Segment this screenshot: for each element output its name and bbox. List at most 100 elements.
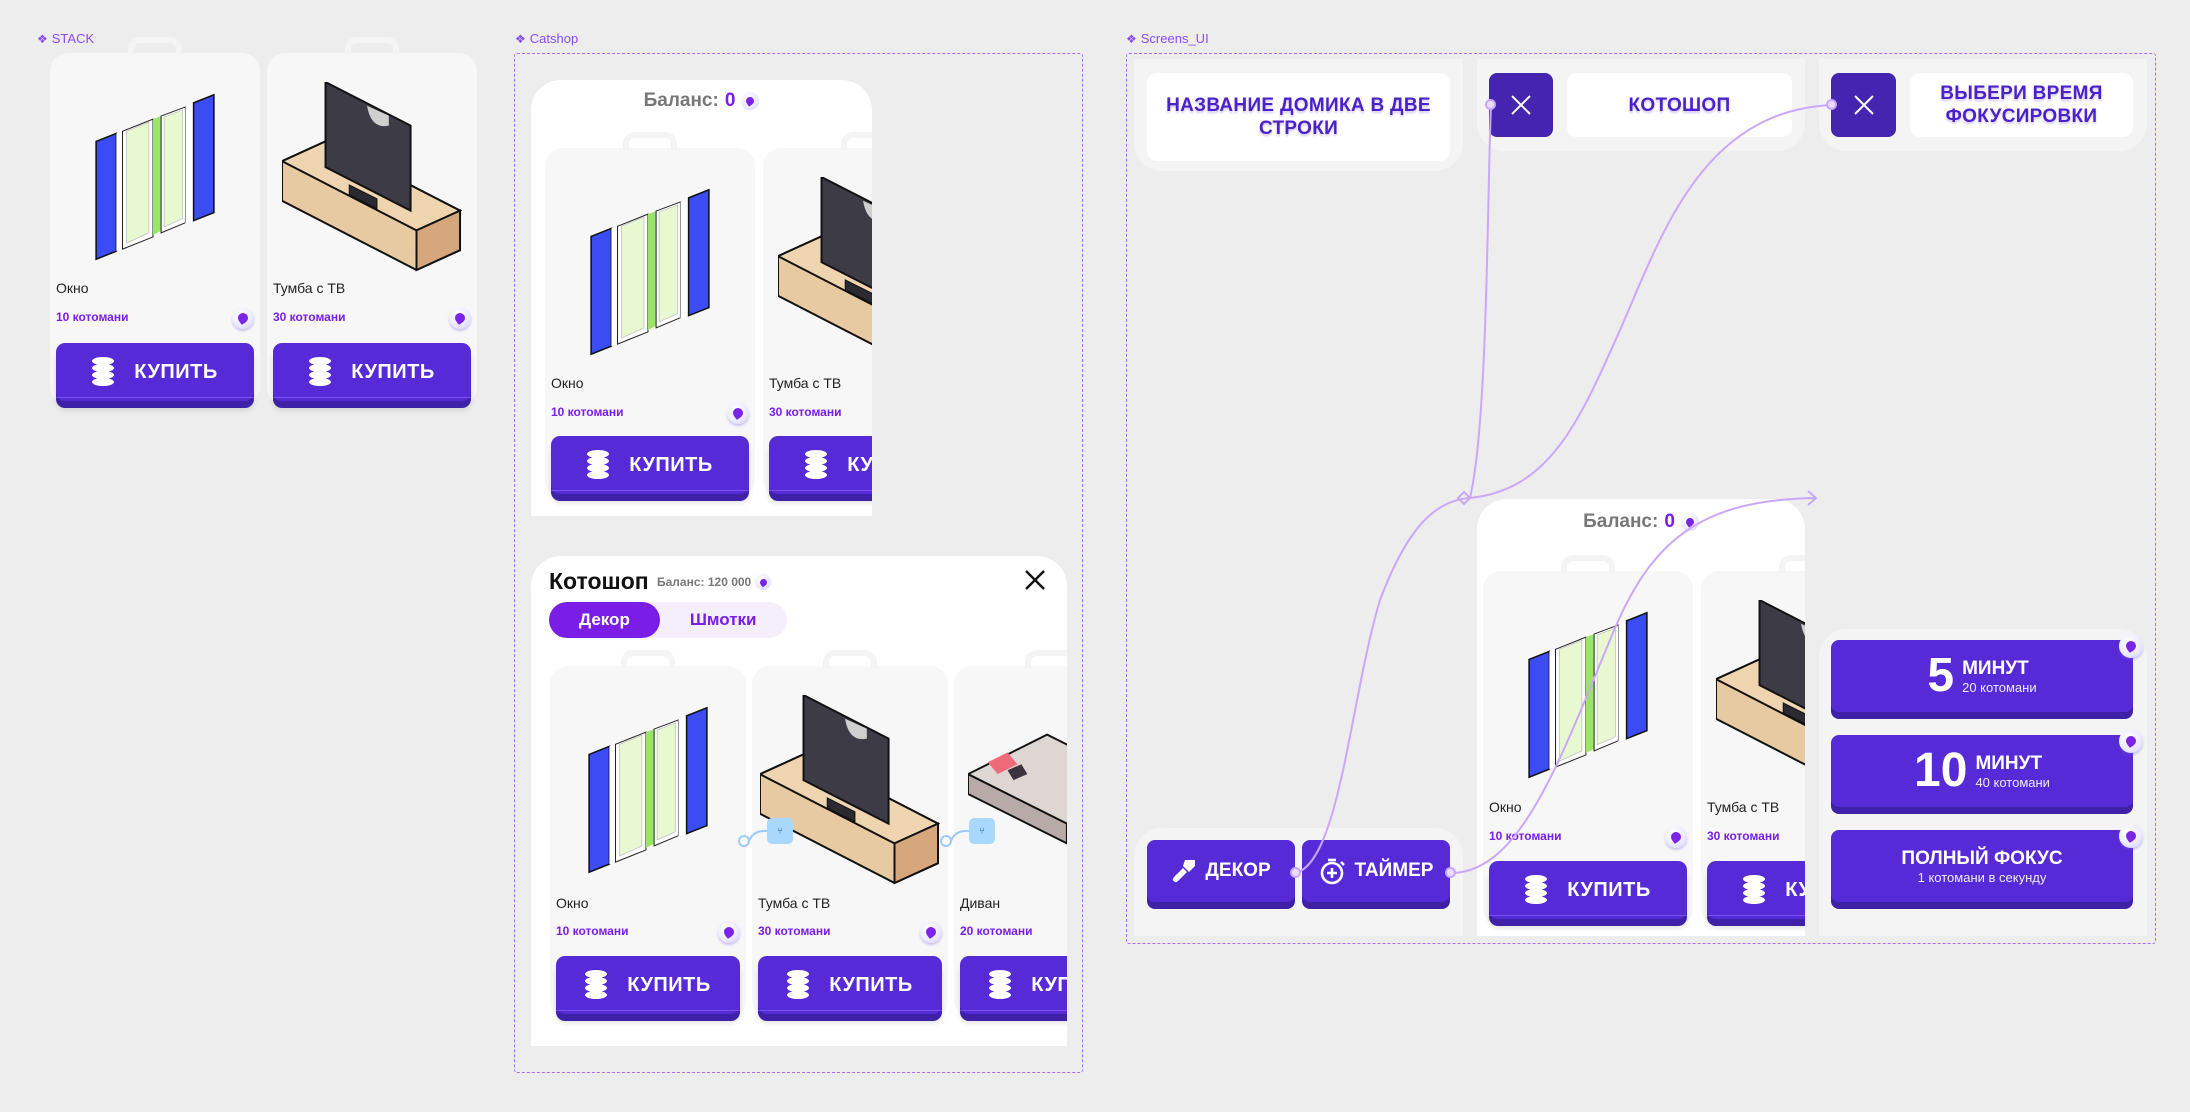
coins-stack-icon [1525, 875, 1553, 905]
buy-button[interactable]: КУПИТЬ [1489, 861, 1687, 919]
window-image [1483, 585, 1693, 805]
product-price: 10 котомани [551, 405, 624, 419]
house-title: НАЗВАНИЕ ДОМИКА В ДВЕ СТРОКИ [1147, 73, 1450, 161]
buy-button[interactable]: КУПИТЬ [273, 343, 471, 401]
component-diamond-icon: ❖ [1126, 31, 1137, 46]
tab-clothes[interactable]: Шмотки [689, 610, 757, 629]
product-name: Тумба с ТВ [769, 375, 842, 391]
buy-button[interactable]: КУПИТЬ [56, 343, 254, 401]
product-card[interactable]: Окно 10 котомани КУПИТЬ [1483, 555, 1693, 926]
product-price: 30 котомани [273, 310, 346, 324]
sofa-image [954, 680, 1067, 900]
shop-title: КОТОШОП [1567, 73, 1792, 137]
connector-handle[interactable] [1485, 99, 1496, 110]
component-diamond-icon: ❖ [515, 31, 526, 46]
close-x-icon [1511, 95, 1531, 115]
coins-stack-icon [587, 450, 615, 480]
coins-stack-icon [92, 357, 120, 387]
tv-stand-image [1701, 585, 1805, 805]
product-price: 10 котомани [1489, 829, 1562, 843]
close-button[interactable] [1831, 73, 1896, 137]
fish-coin-icon [2119, 824, 2143, 848]
tv-stand-image [763, 162, 872, 382]
product-price: 30 котомани [1707, 829, 1780, 843]
tab-decor[interactable]: Декор [549, 602, 660, 638]
product-card[interactable]: Окно 10 котомани КУПИТЬ [545, 132, 755, 498]
card-handle [621, 650, 675, 668]
component-diamond-icon: ❖ [37, 31, 48, 46]
timer-option-full-focus[interactable]: ПОЛНЫЙ ФОКУС 1 котомани в секунду [1831, 824, 2143, 902]
connector-handle[interactable] [1445, 867, 1456, 878]
product-name: Окно [56, 280, 89, 296]
modal-balance: Баланс: 120 000 [657, 574, 772, 590]
fish-coin-icon [718, 921, 740, 943]
product-card[interactable]: Тумба с ТВ 30 котомани КУПИТЬ [267, 37, 477, 405]
close-button[interactable] [1023, 568, 1047, 592]
buy-button[interactable]: КУПИТЬ [551, 436, 749, 494]
fish-coin-icon [232, 307, 254, 329]
coins-stack-icon [309, 357, 337, 387]
card-handle [128, 37, 182, 55]
product-name: Тумба с ТВ [1707, 799, 1780, 815]
balance-display: Баланс: 0 [531, 90, 872, 112]
catshop-balance-panel: Баланс: 0 Окно 10 котомани КУПИТЬ Тумба … [531, 80, 872, 516]
card-handle [623, 132, 677, 150]
fish-coin-icon [920, 921, 942, 943]
frame-label-stack: ❖ STACK [37, 31, 95, 46]
connector-handle[interactable] [1826, 99, 1837, 110]
fish-coin-icon [2119, 729, 2143, 753]
product-price: 30 котомани [758, 924, 831, 938]
product-card[interactable]: Диван 20 котомани КУПИТЬ [954, 650, 1067, 1018]
screens-ui-frame [1126, 53, 2156, 944]
window-image [550, 680, 746, 900]
frame-label-screens-ui: ❖ Screens_UI [1126, 31, 1209, 46]
close-button[interactable] [1489, 73, 1553, 137]
product-card[interactable]: Тумба с ТВ 30 котомани КУПИТЬ [1701, 555, 1805, 926]
card-handle [841, 132, 872, 150]
product-name: Тумба с ТВ [273, 280, 346, 296]
catshop-frame [514, 53, 1083, 1073]
decor-button[interactable]: ДЕКОР [1147, 840, 1295, 902]
window-image [545, 162, 755, 382]
fish-coin-icon [1680, 513, 1699, 531]
flow-node-icon[interactable]: ⑂ [969, 818, 995, 844]
product-name: Диван [960, 895, 1001, 911]
tv-stand-image [267, 67, 477, 287]
coins-stack-icon [1743, 875, 1771, 905]
product-price: 10 котомани [556, 924, 629, 938]
product-card[interactable]: Окно 10 котомани КУПИТЬ [550, 650, 746, 1018]
product-name: Тумба с ТВ [758, 895, 831, 911]
fish-coin-icon [449, 307, 471, 329]
flow-node-icon[interactable]: ⑂ [767, 818, 793, 844]
kotoshop-modal: Котошоп Баланс: 120 000 Декор Шмотки Окн… [531, 556, 1067, 1046]
window-image [50, 67, 260, 287]
fish-coin-icon [1665, 826, 1687, 848]
coins-stack-icon [805, 450, 833, 480]
close-x-icon [1853, 95, 1874, 115]
timer-button[interactable]: ТАЙМЕР [1302, 840, 1450, 902]
stopwatch-plus-icon [1320, 858, 1345, 885]
product-name: Окно [551, 375, 584, 391]
buy-button[interactable]: КУПИТЬ [960, 956, 1067, 1014]
category-tabs: Декор Шмотки [549, 602, 787, 638]
product-card[interactable]: Окно 10 котомани КУПИТЬ [50, 37, 260, 405]
product-card[interactable]: Тумба с ТВ 30 котомани КУПИТЬ [763, 132, 872, 498]
connector-handle[interactable] [1290, 867, 1301, 878]
card-handle [345, 37, 399, 55]
card-handle [823, 650, 877, 668]
flow-connector [738, 829, 970, 847]
tv-stand-image [752, 680, 948, 900]
card-handle [1025, 650, 1067, 668]
card-handle [1779, 555, 1805, 573]
buy-button[interactable]: КУПИТЬ [556, 956, 740, 1014]
balance-display: Баланс: 0 [1477, 511, 1805, 533]
buy-button[interactable]: КУПИТЬ [769, 436, 872, 494]
close-x-icon [1025, 570, 1045, 590]
fish-coin-icon [755, 574, 772, 590]
frame-label-catshop: ❖ Catshop [515, 31, 579, 46]
buy-button[interactable]: КУПИТЬ [758, 956, 942, 1014]
paintbrush-icon [1173, 860, 1196, 883]
buy-button[interactable]: КУПИТЬ [1707, 861, 1805, 919]
